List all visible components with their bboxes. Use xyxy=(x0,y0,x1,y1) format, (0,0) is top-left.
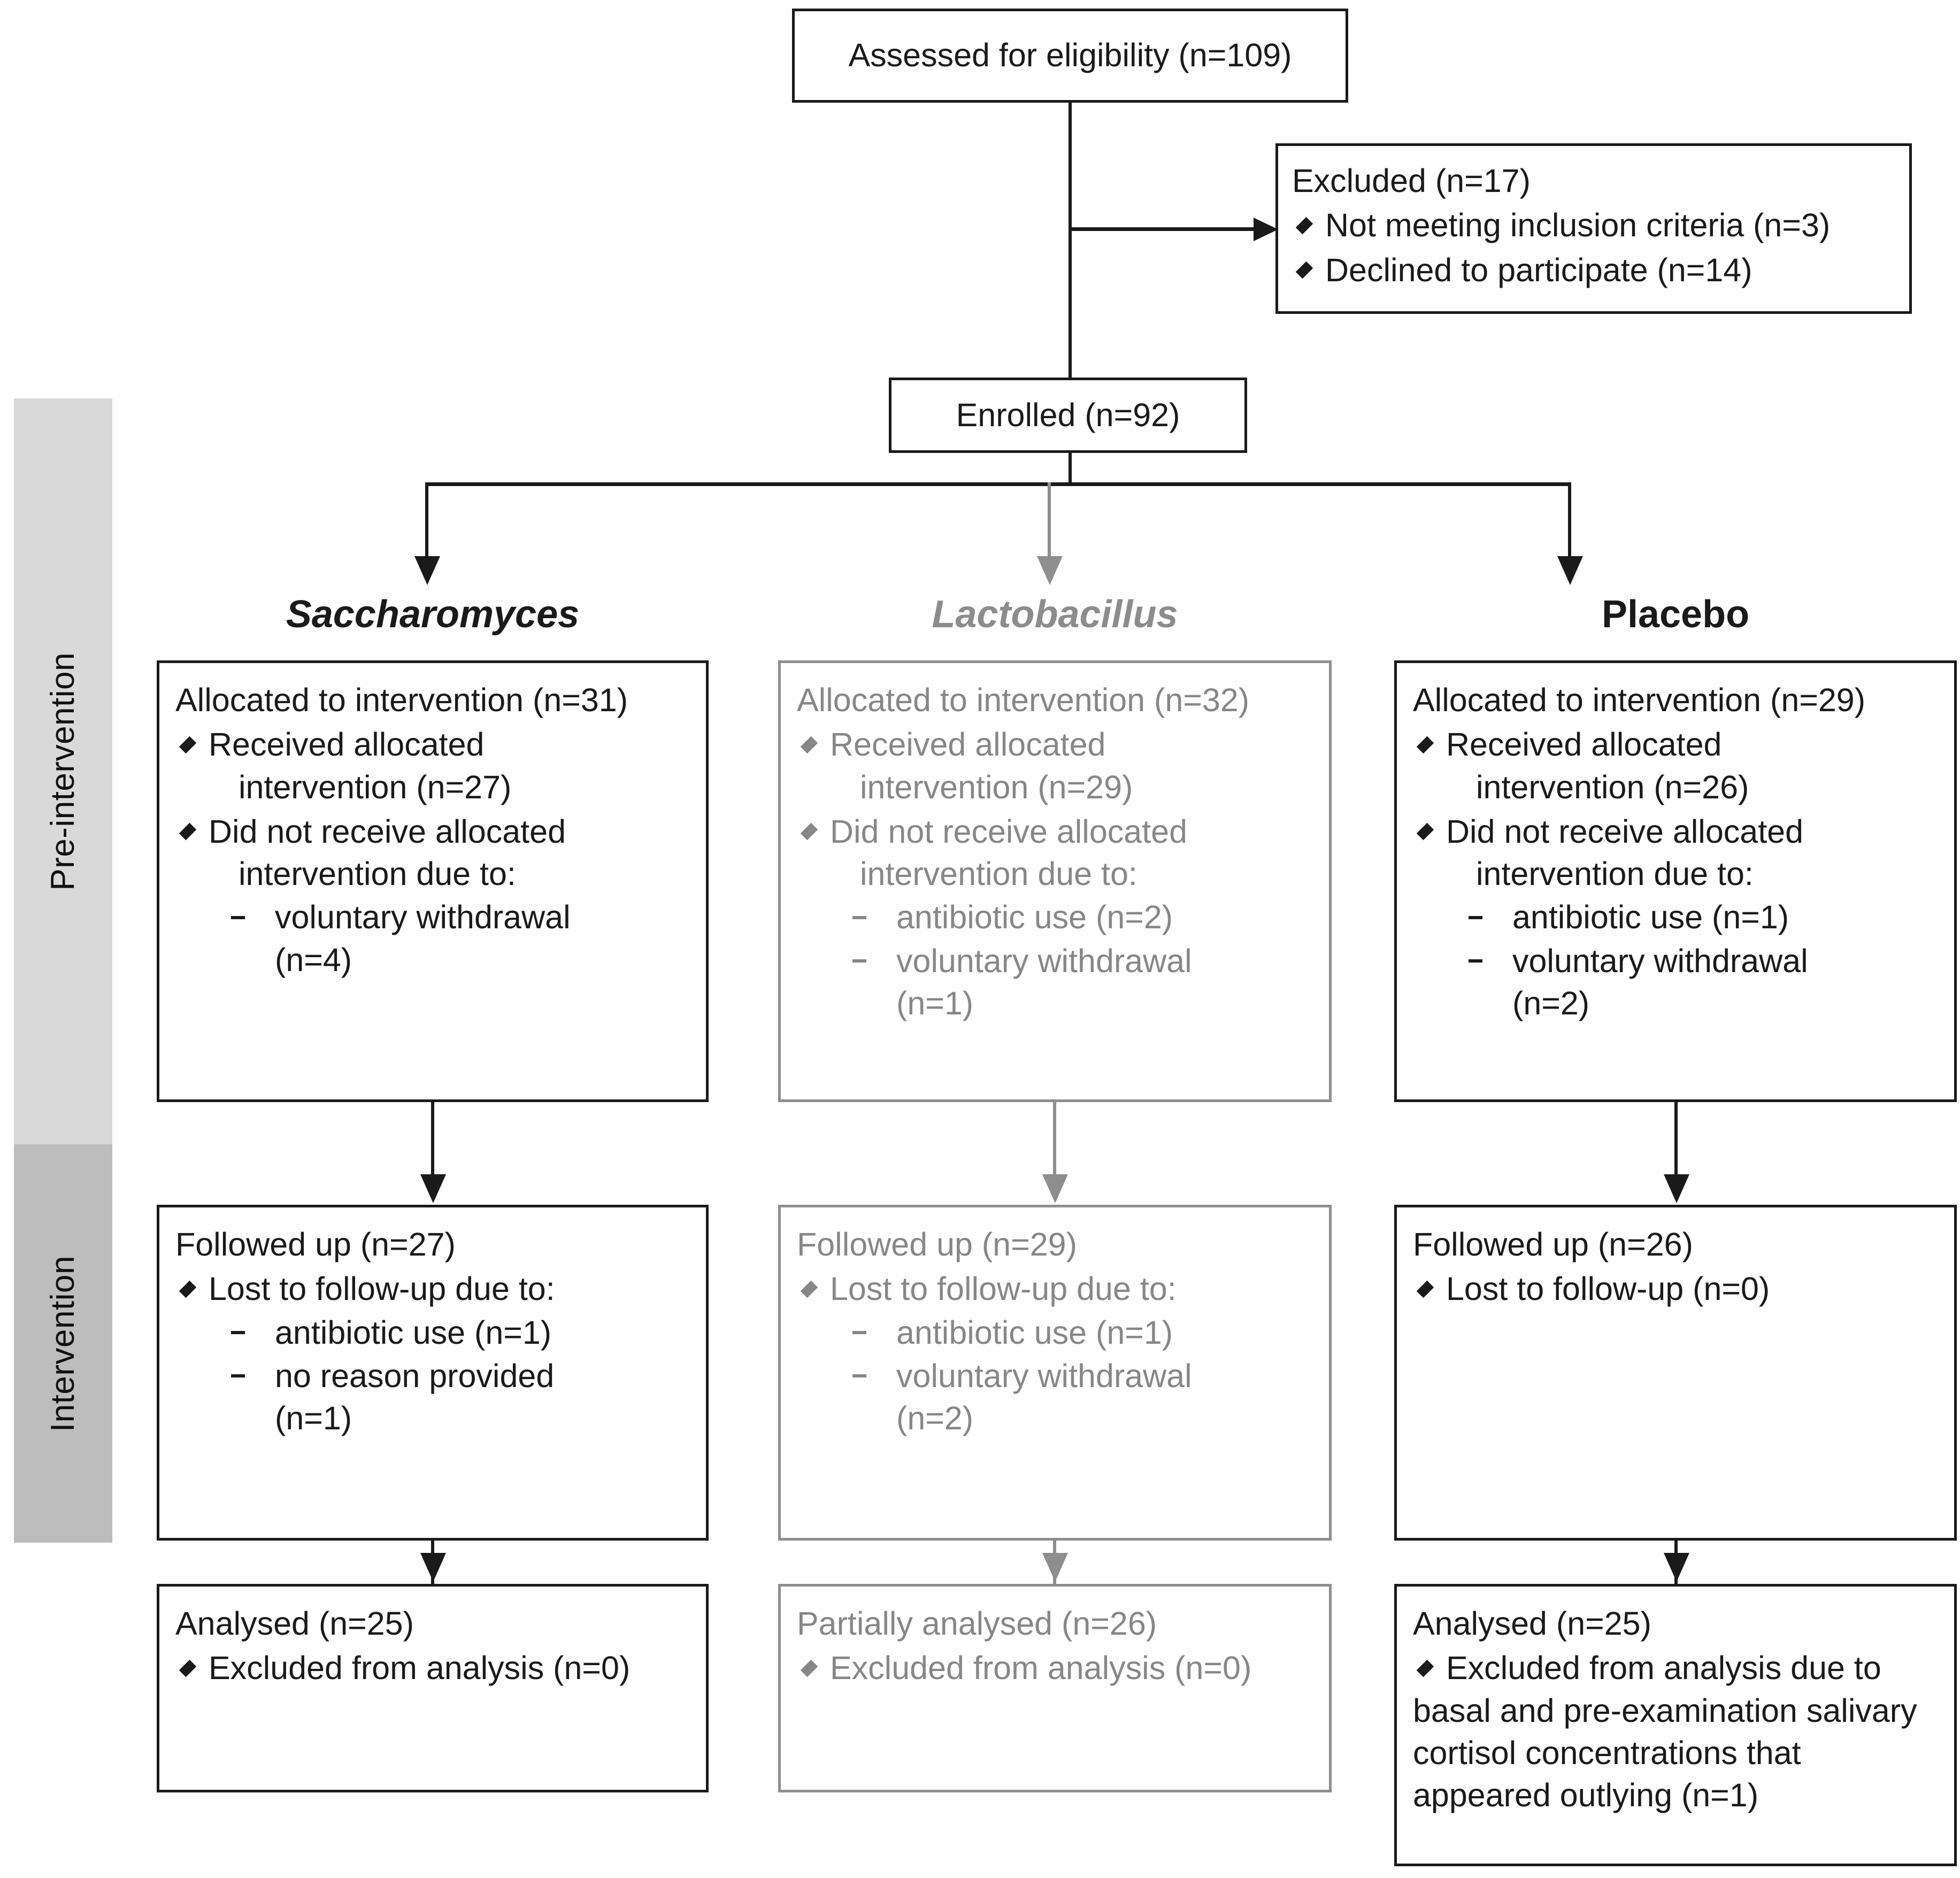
allocation-title: Allocated to intervention (n=29) xyxy=(1413,682,1866,718)
arrowhead-followup-placebo xyxy=(1664,1174,1689,1203)
analysis-title: Analysed (n=25) xyxy=(1413,1605,1651,1642)
diamond-bullet-icon xyxy=(800,823,818,841)
box-followup-saccharomyces: Followed up (n=27) Lost to follow-up due… xyxy=(157,1205,709,1541)
diamond-bullet-icon xyxy=(800,736,818,754)
diamond-bullet-icon xyxy=(1416,1659,1434,1677)
allocation-title: Allocated to intervention (n=31) xyxy=(175,682,628,718)
followup-subitem: antibiotic use (n=1) xyxy=(797,1312,1315,1354)
dash-bullet-icon xyxy=(852,1331,866,1335)
analysis-bullet: Excluded from analysis (n=0) xyxy=(175,1647,692,1689)
allocation-bullet: Received allocated intervention (n=26) xyxy=(1413,724,1940,809)
dash-bullet-icon xyxy=(231,1374,245,1378)
arrowhead-followup-lactobacillus xyxy=(1042,1174,1068,1203)
analysis-bullet: Excluded from analysis (n=0) xyxy=(797,1647,1315,1689)
box-allocation-saccharomyces: Allocated to intervention (n=31) Receive… xyxy=(157,660,709,1102)
dash-bullet-icon xyxy=(852,1374,866,1378)
connector-assessed-to-enrolled xyxy=(1069,103,1072,378)
assessed-text: Assessed for eligibility (n=109) xyxy=(848,37,1292,74)
box-analysis-placebo: Analysed (n=25) Excluded from analysis d… xyxy=(1394,1584,1957,1866)
allocation-subitem: antibiotic use (n=1) xyxy=(1413,896,1940,938)
followup-bullet: Lost to follow-up due to: xyxy=(175,1268,692,1310)
box-assessed-for-eligibility: Assessed for eligibility (n=109) xyxy=(792,9,1348,103)
followup-subitem: voluntary withdrawal (n=2) xyxy=(797,1355,1315,1440)
dash-bullet-icon xyxy=(231,916,245,920)
enrolled-text: Enrolled (n=92) xyxy=(956,396,1180,433)
box-excluded: Excluded (n=17) Not meeting inclusion cr… xyxy=(1275,143,1912,314)
connector-allocation-split-bar xyxy=(425,482,1571,486)
allocation-subitem: voluntary withdrawal (n=2) xyxy=(1413,940,1940,1025)
phase-band-intervention: Intervention xyxy=(14,1144,112,1543)
arrowhead-lactobacillus xyxy=(1037,556,1063,585)
followup-title: Followed up (n=26) xyxy=(1413,1226,1693,1263)
box-followup-placebo: Followed up (n=26) Lost to follow-up (n=… xyxy=(1394,1205,1957,1541)
excluded-item-0: Not meeting inclusion criteria (n=3) xyxy=(1292,204,1897,247)
arrowhead-to-excluded xyxy=(1254,218,1278,241)
connector-to-excluded xyxy=(1069,227,1256,231)
allocation-subitem: voluntary withdrawal (n=1) xyxy=(797,940,1315,1025)
arrowhead-analysis-lactobacillus xyxy=(1042,1553,1068,1582)
allocation-bullet: Received allocated intervention (n=27) xyxy=(175,724,692,809)
followup-title: Followed up (n=29) xyxy=(797,1226,1077,1263)
dash-bullet-icon xyxy=(852,916,866,920)
followup-subitem: antibiotic use (n=1) xyxy=(175,1312,692,1354)
followup-subitem: no reason provided (n=1) xyxy=(175,1355,692,1440)
analysis-title: Analysed (n=25) xyxy=(175,1605,414,1642)
diamond-bullet-icon xyxy=(1416,823,1434,841)
followup-bullet: Lost to follow-up (n=0) xyxy=(1413,1268,1940,1310)
dash-bullet-icon xyxy=(1469,959,1482,963)
excluded-item-1: Declined to participate (n=14) xyxy=(1292,249,1897,291)
allocation-subitem: voluntary withdrawal (n=4) xyxy=(175,896,692,981)
connector-drop-saccharomyces xyxy=(425,482,428,563)
followup-bullet: Lost to follow-up due to: xyxy=(797,1268,1315,1310)
connector-alloc-to-followup-saccharomyces xyxy=(431,1102,434,1177)
diamond-bullet-icon xyxy=(179,823,197,841)
phase-label-pre-intervention: Pre-intervention xyxy=(44,652,81,891)
box-allocation-lactobacillus: Allocated to intervention (n=32) Receive… xyxy=(778,660,1332,1102)
diamond-bullet-icon xyxy=(179,1659,197,1677)
dash-bullet-icon xyxy=(231,1331,245,1335)
allocation-bullet: Received allocated intervention (n=29) xyxy=(797,724,1315,809)
diamond-bullet-icon xyxy=(1295,261,1313,279)
phase-band-pre-intervention: Pre-intervention xyxy=(14,398,112,1144)
connector-drop-placebo xyxy=(1568,482,1571,563)
group-header-lactobacillus: Lactobacillus xyxy=(932,593,1178,636)
diamond-bullet-icon xyxy=(179,736,197,754)
arrowhead-saccharomyces xyxy=(414,556,440,585)
box-analysis-lactobacillus: Partially analysed (n=26) Excluded from … xyxy=(778,1584,1332,1792)
excluded-title: Excluded (n=17) xyxy=(1292,163,1531,199)
arrowhead-placebo xyxy=(1557,556,1583,585)
box-followup-lactobacillus: Followed up (n=29) Lost to follow-up due… xyxy=(778,1205,1332,1541)
diamond-bullet-icon xyxy=(1416,1280,1434,1298)
analysis-title: Partially analysed (n=26) xyxy=(797,1605,1157,1642)
allocation-title: Allocated to intervention (n=32) xyxy=(797,682,1250,718)
allocation-bullet: Did not receive allocated intervention d… xyxy=(1413,811,1940,896)
connector-drop-lactobacillus xyxy=(1048,482,1051,563)
group-header-placebo: Placebo xyxy=(1601,593,1750,636)
diamond-bullet-icon xyxy=(1416,736,1434,754)
allocation-bullet: Did not receive allocated intervention d… xyxy=(797,811,1315,896)
phase-label-intervention: Intervention xyxy=(44,1255,81,1432)
diamond-bullet-icon xyxy=(179,1280,197,1298)
connector-enrolled-down xyxy=(1069,453,1072,486)
box-allocation-placebo: Allocated to intervention (n=29) Receive… xyxy=(1394,660,1957,1102)
group-header-saccharomyces: Saccharomyces xyxy=(286,593,580,636)
box-enrolled: Enrolled (n=92) xyxy=(889,378,1247,453)
connector-alloc-to-followup-placebo xyxy=(1674,1102,1678,1177)
arrowhead-followup-saccharomyces xyxy=(420,1174,446,1203)
analysis-bullet: Excluded from analysis due to basal and … xyxy=(1413,1650,1917,1814)
arrowhead-analysis-placebo xyxy=(1664,1553,1689,1582)
box-analysis-saccharomyces: Analysed (n=25) Excluded from analysis (… xyxy=(157,1584,709,1792)
allocation-bullet: Did not receive allocated intervention d… xyxy=(175,811,692,896)
allocation-subitem: antibiotic use (n=2) xyxy=(797,896,1315,938)
diamond-bullet-icon xyxy=(800,1659,818,1677)
diamond-bullet-icon xyxy=(1295,217,1313,235)
diamond-bullet-icon xyxy=(800,1280,818,1298)
dash-bullet-icon xyxy=(1469,916,1482,920)
dash-bullet-icon xyxy=(852,959,866,963)
connector-alloc-to-followup-lactobacillus xyxy=(1053,1102,1056,1177)
arrowhead-analysis-saccharomyces xyxy=(420,1553,446,1582)
followup-title: Followed up (n=27) xyxy=(175,1226,456,1263)
